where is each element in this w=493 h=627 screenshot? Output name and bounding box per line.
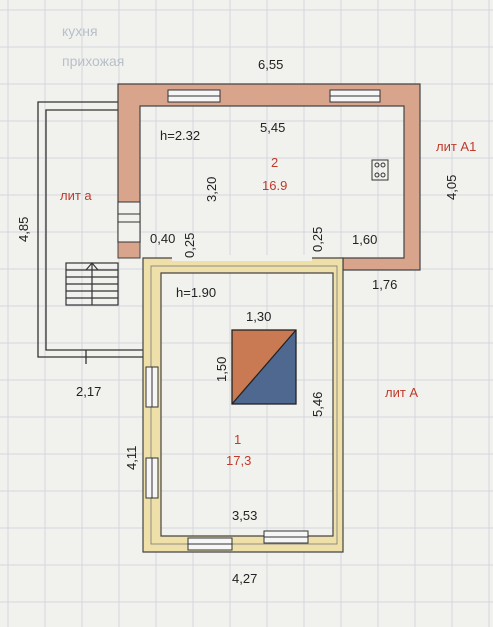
veranda-outline xyxy=(37,101,143,364)
stove xyxy=(231,329,297,405)
dim-w-025-left: 0,25 xyxy=(182,233,197,258)
room2-number: 2 xyxy=(271,155,278,170)
window-left-2 xyxy=(145,457,159,499)
dim-r2-width: 5,45 xyxy=(260,120,285,135)
dim-r2-depth: 3,20 xyxy=(204,177,219,202)
stove-burner-icon xyxy=(371,159,389,181)
dim-w-176: 1,76 xyxy=(372,277,397,292)
room1-area: 17,3 xyxy=(226,453,251,468)
window-bottom-1 xyxy=(187,537,233,551)
doorway xyxy=(172,255,312,261)
dim-left-height: 4,85 xyxy=(16,217,31,242)
faded-header-left: кухня xyxy=(62,23,98,39)
door-lit-a1 xyxy=(117,201,141,243)
wall-pier xyxy=(117,241,141,259)
dim-w-160: 1,60 xyxy=(352,232,377,247)
dim-w-025-right: 0,25 xyxy=(310,227,325,252)
dim-left-411: 4,11 xyxy=(124,446,139,470)
dim-r1-height: 5,46 xyxy=(310,392,325,417)
dim-bottom-total: 4,27 xyxy=(232,571,257,586)
room1-number: 1 xyxy=(234,432,241,447)
window-top-2 xyxy=(329,89,381,103)
room1-height: h=1.90 xyxy=(176,285,216,300)
dim-right-height: 4,05 xyxy=(444,175,459,200)
staircase xyxy=(65,262,119,306)
dim-w-217: 2,17 xyxy=(76,384,101,399)
litera-a-lower: лит а xyxy=(60,188,92,203)
room2-height: h=2.32 xyxy=(160,128,200,143)
dim-stove-w: 1,30 xyxy=(246,309,271,324)
dim-stove-h: 1,50 xyxy=(214,357,229,382)
faded-header-right: прихожая xyxy=(62,53,124,69)
litera-a1: лит А1 xyxy=(436,139,476,154)
window-bottom-2 xyxy=(263,530,309,544)
window-left-1 xyxy=(145,366,159,408)
dim-r1-width: 3,53 xyxy=(232,508,257,523)
window-top-1 xyxy=(167,89,221,103)
room2-area: 16.9 xyxy=(262,178,287,193)
dim-w-040: 0,40 xyxy=(150,231,175,246)
dim-top-total: 6,55 xyxy=(258,57,283,72)
litera-a-upper: лит А xyxy=(385,385,418,400)
